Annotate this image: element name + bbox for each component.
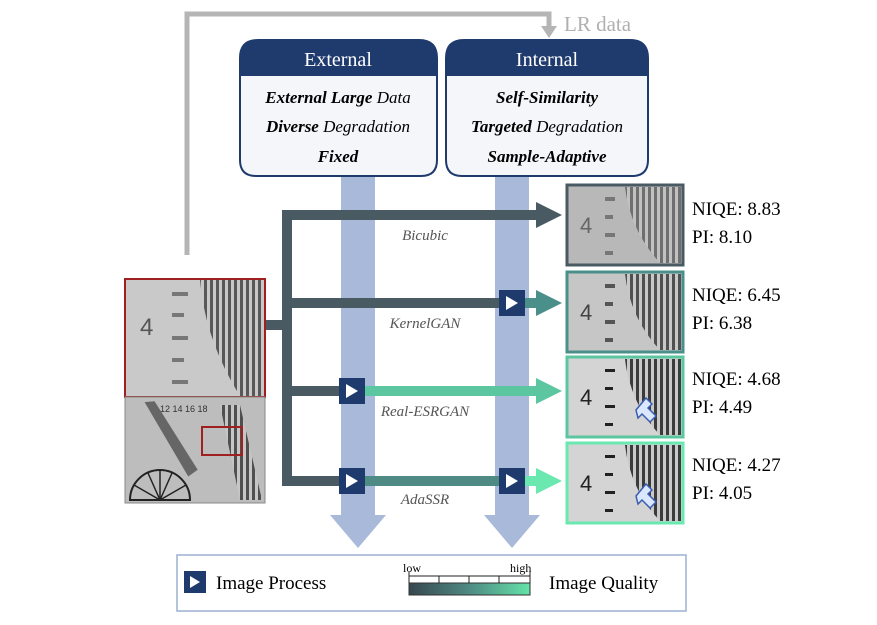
svg-text:4: 4 — [580, 213, 592, 238]
niqe-kernelgan: NIQE: 6.45 — [692, 285, 781, 306]
internal-line-3: Sample-Adaptive — [488, 147, 607, 166]
result-image-adassr: 4 — [565, 441, 685, 525]
pi-realesrgan: PI: 4.49 — [692, 397, 752, 418]
method-label-adassr: AdaSSR — [400, 492, 449, 508]
branch-trunk — [265, 210, 292, 486]
lr-data-feedback-line — [184, 11, 557, 255]
result-image-kernelgan: 4 — [565, 270, 685, 354]
legend: Image Process low high Image Quality — [176, 554, 687, 612]
external-column — [330, 175, 386, 548]
internal-line-1: Self-Similarity — [496, 88, 598, 107]
niqe-realesrgan: NIQE: 4.68 — [692, 369, 781, 390]
legend-quality-gradient — [408, 582, 531, 596]
external-title: External — [304, 49, 372, 71]
legend-ticks — [408, 572, 531, 583]
pi-bicubic: PI: 8.10 — [692, 227, 752, 248]
process-icon-kernelgan — [499, 290, 525, 316]
lr-full-image: 12 14 16 18 — [124, 396, 266, 504]
realesrgan-arrow — [282, 378, 562, 404]
adassr-arrow — [282, 468, 562, 494]
svg-text:4: 4 — [580, 300, 592, 325]
pi-kernelgan: PI: 6.38 — [692, 313, 752, 334]
legend-high: high — [510, 561, 531, 575]
lr-input-crop: 4 — [124, 278, 266, 398]
svg-text:4: 4 — [580, 471, 592, 496]
result-image-bicubic: 4 — [565, 183, 685, 267]
process-icon-realesrgan — [339, 378, 365, 404]
lr-data-label: LR data — [564, 12, 632, 36]
internal-title: Internal — [516, 49, 579, 71]
bicubic-arrow — [282, 202, 562, 228]
result-image-realesrgan: 4 — [565, 355, 685, 439]
legend-process-icon — [184, 571, 206, 593]
niqe-bicubic: NIQE: 8.83 — [692, 199, 781, 220]
svg-text:4: 4 — [140, 314, 153, 341]
process-icon-adassr-external — [339, 468, 365, 494]
method-label-realesrgan: Real-ESRGAN — [380, 404, 470, 420]
method-label-bicubic: Bicubic — [402, 228, 448, 244]
pi-adassr: PI: 4.05 — [692, 483, 752, 504]
internal-line-2: Targeted Degradation — [471, 117, 623, 136]
svg-text:12 14 16 18: 12 14 16 18 — [160, 404, 208, 414]
internal-column — [484, 175, 540, 548]
niqe-adassr: NIQE: 4.27 — [692, 455, 781, 476]
external-box: External External Large Data Diverse Deg… — [239, 39, 438, 177]
external-line-3: Fixed — [317, 147, 359, 166]
kernelgan-arrow — [282, 290, 562, 316]
process-icon-adassr-internal — [499, 468, 525, 494]
legend-process-label: Image Process — [216, 573, 326, 594]
legend-low: low — [403, 561, 421, 575]
svg-text:4: 4 — [580, 385, 592, 410]
legend-quality-label: Image Quality — [549, 573, 659, 594]
external-line-2: Diverse Degradation — [265, 117, 410, 136]
method-label-kernelgan: KernelGAN — [389, 316, 462, 332]
external-line-1: External Large Data — [264, 88, 410, 107]
internal-box: Internal Self-Similarity Targeted Degrad… — [445, 39, 649, 177]
